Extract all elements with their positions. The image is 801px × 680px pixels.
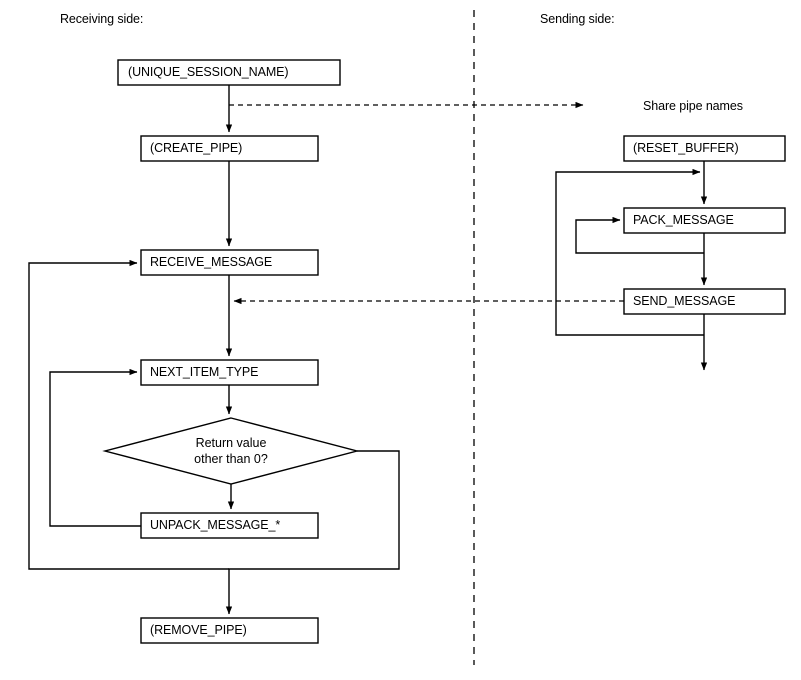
node-next-item-type[interactable] bbox=[140, 359, 319, 386]
receiving-side-title: Receiving side: bbox=[60, 12, 144, 26]
edge-outerloop-to-receive bbox=[28, 259, 229, 570]
edge-decision-to-removepipe bbox=[225, 450, 400, 615]
label-next-item-type: NEXT_ITEM_TYPE bbox=[150, 365, 259, 380]
label-create-pipe: (CREATE_PIPE) bbox=[150, 141, 243, 156]
edge-unpack-loop-to-nextitem bbox=[49, 368, 141, 527]
label-pack-message: PACK_MESSAGE bbox=[633, 213, 734, 228]
node-create-pipe[interactable] bbox=[140, 135, 319, 162]
label-unpack-message: UNPACK_MESSAGE_* bbox=[150, 518, 281, 533]
node-remove-pipe[interactable] bbox=[140, 617, 319, 644]
label-unique-session-name: (UNIQUE_SESSION_NAME) bbox=[128, 65, 289, 80]
share-pipe-names-annotation: Share pipe names bbox=[643, 99, 743, 113]
decision-line-2: other than 0? bbox=[194, 451, 268, 466]
label-return-value-decision: Return value other than 0? bbox=[161, 436, 301, 467]
node-unique-session-name[interactable] bbox=[117, 59, 341, 86]
sending-side-title: Sending side: bbox=[540, 12, 615, 26]
decision-line-1: Return value bbox=[195, 436, 267, 450]
edge-send-outer-loop bbox=[555, 168, 704, 336]
node-unpack-message[interactable] bbox=[140, 512, 319, 539]
label-remove-pipe: (REMOVE_PIPE) bbox=[150, 623, 247, 638]
label-receive-message: RECEIVE_MESSAGE bbox=[150, 255, 273, 270]
label-reset-buffer: (RESET_BUFFER) bbox=[633, 141, 739, 156]
label-send-message: SEND_MESSAGE bbox=[633, 294, 736, 309]
edge-pack-self-loop bbox=[575, 216, 704, 254]
